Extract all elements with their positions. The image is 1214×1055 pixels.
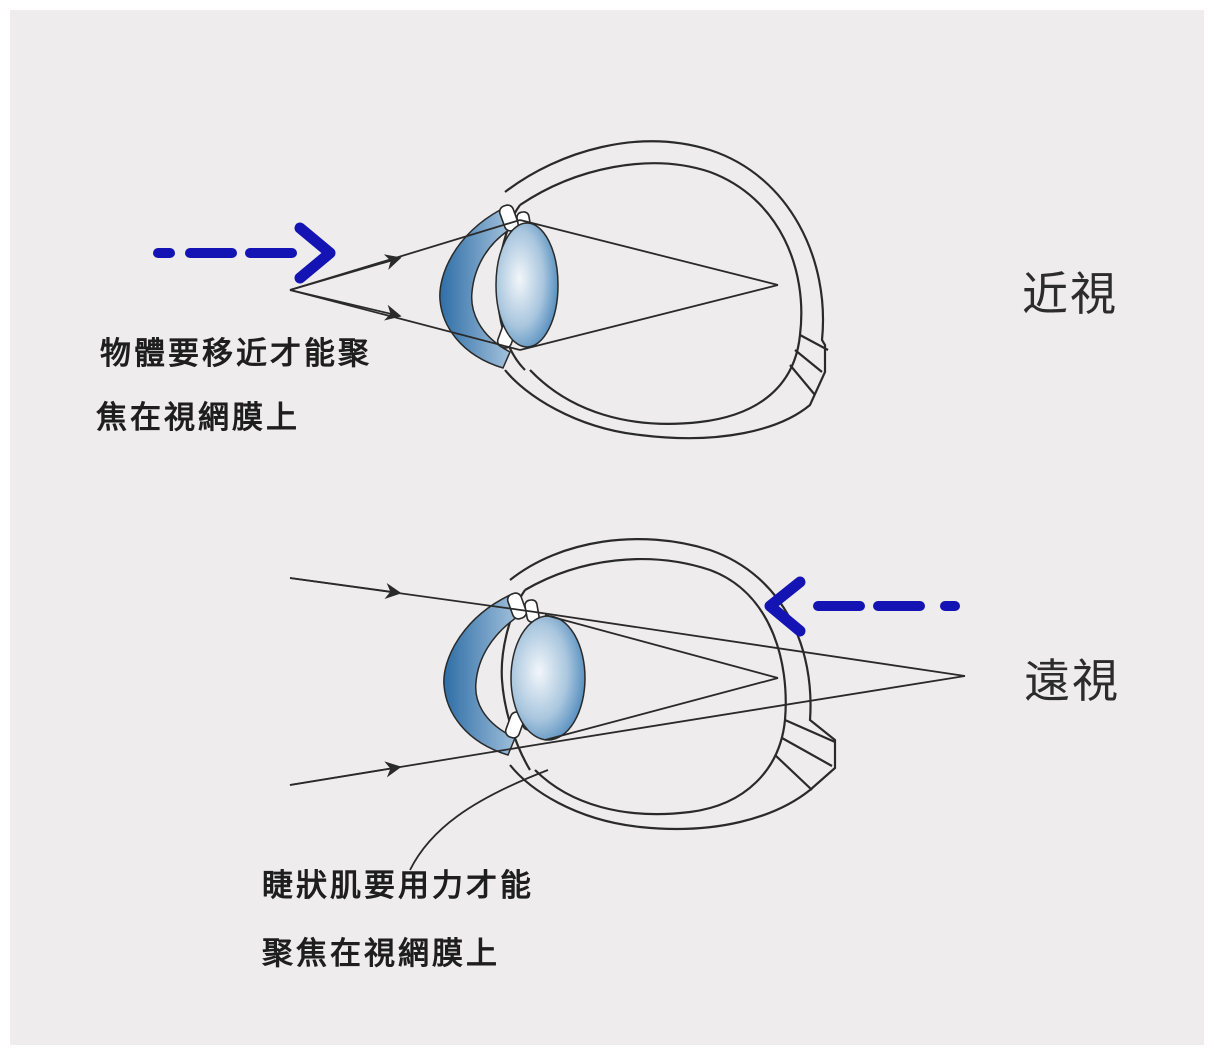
hyperopia-sclera-inner — [524, 558, 787, 816]
myopia-cornea — [439, 209, 514, 369]
hyperopia-cornea — [443, 594, 521, 756]
myopia-caption-line2: 焦在視網膜上 — [96, 400, 300, 436]
hyperopia-optic-nerve — [774, 718, 836, 791]
myopia-lens — [495, 222, 559, 348]
myopia-light-rays — [289, 219, 779, 351]
hyperopia-title: 遠視 — [1024, 654, 1120, 708]
myopia-caption-line1: 物體要移近才能聚 — [100, 336, 372, 372]
myopia-direction-arrow — [153, 222, 336, 284]
myopia-title: 近視 — [1022, 267, 1118, 321]
hyperopia-direction-arrow — [764, 576, 960, 637]
myopia-sclera-outer — [504, 140, 827, 440]
diagram-background — [10, 10, 1204, 1045]
hyperopia-sclera-outer — [509, 538, 837, 831]
hyperopia-lens — [510, 615, 586, 741]
myopia-optic-nerve — [789, 334, 829, 396]
myopia-sclera-inner — [519, 162, 803, 425]
hyperopia-caption-line1: 睫狀肌要用力才能 — [262, 868, 534, 904]
hyperopia-light-rays — [289, 577, 966, 871]
hyperopia-caption-line2: 聚焦在視網膜上 — [262, 936, 500, 972]
